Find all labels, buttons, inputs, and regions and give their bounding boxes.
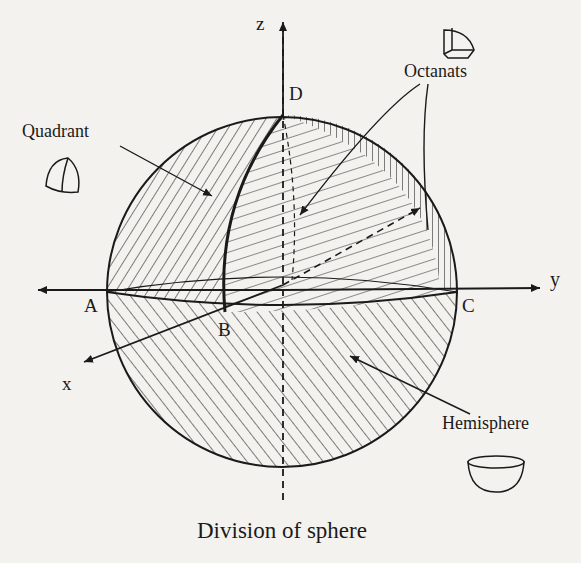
hemisphere-icon [468, 456, 524, 492]
callout-label: Quadrant [22, 122, 89, 142]
quadrant-icon [46, 158, 79, 192]
figure-caption: Division of sphere [197, 518, 367, 543]
axis-label: y [550, 268, 560, 290]
axis-label: z [256, 14, 264, 35]
point-label: C [462, 296, 475, 317]
callout-label: Hemisphere [442, 414, 529, 434]
point-label: B [218, 320, 231, 341]
axis-label: x [62, 374, 72, 395]
point-label: A [84, 296, 98, 317]
point-label: D [289, 84, 303, 105]
octant-icon [444, 28, 474, 58]
callout-label: Octanats [404, 62, 467, 82]
